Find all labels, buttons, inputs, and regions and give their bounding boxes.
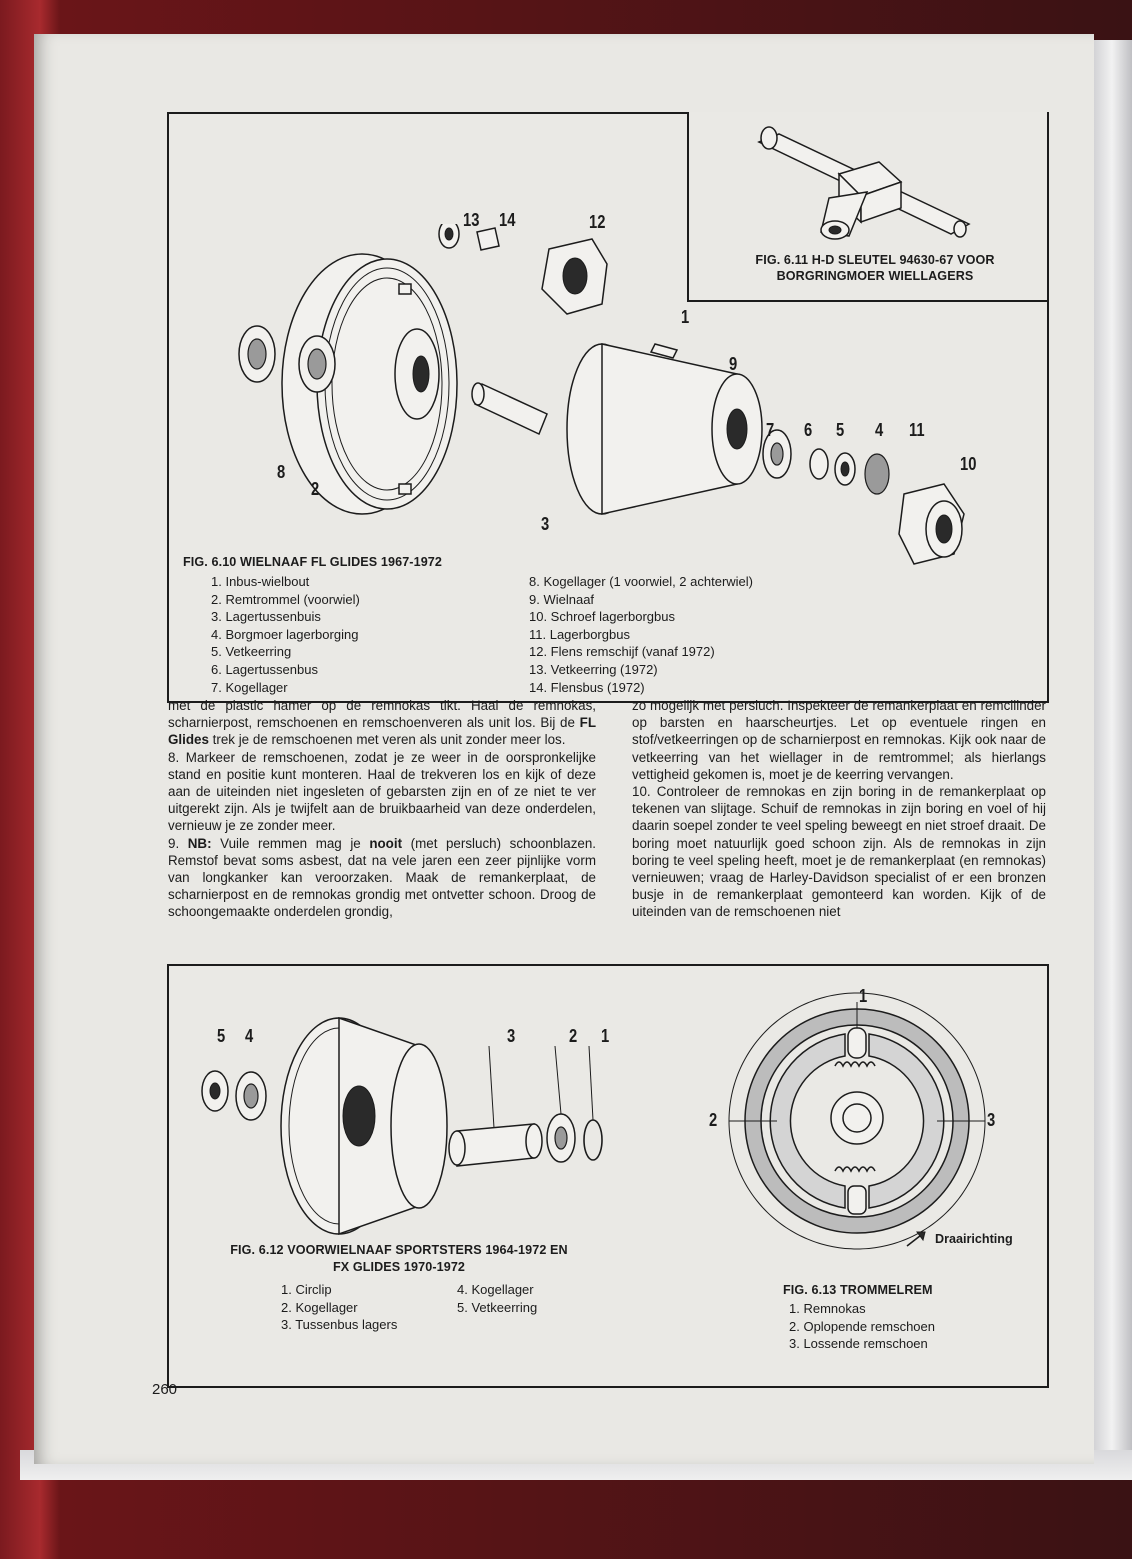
callout-14: 14 [499,210,516,230]
fig-6-11-title: FIG. 6.11 H-D SLEUTEL 94630-67 VOOR BORG… [755,253,995,283]
legend-item: 1. Inbus-wielbout [211,574,310,589]
fig-6-12-legend-left: 1. Circlip 2. Kogellager 3. Tussenbus la… [281,1281,397,1334]
legend-item: 5. Vetkeerring [211,644,292,660]
fig-6-10-legend-right: 8. Kogellager (1 voorwiel, 2 achterwiel)… [529,573,753,696]
callout-3: 3 [507,1026,516,1046]
wrench-illustration [757,126,971,240]
callout-3: 3 [987,1110,996,1130]
legend-item: 2. Kogellager [281,1299,358,1315]
legend-item: 4. Kogellager [457,1282,534,1297]
body-text-right: zo mogelijk met persluch. Inspekteer de … [632,697,1046,921]
legend-item: 14. Flensbus (1972) [529,679,645,695]
callout-3: 3 [541,514,550,534]
callout-12: 12 [589,212,606,232]
fig-6-12-frame: 5 4 3 2 1 FIG. 6.12 VOORWIELNAAF SPORTST… [167,964,1049,1388]
drum-brake-illustration [728,992,986,1250]
callout-6: 6 [804,420,813,440]
body-paragraph: zo mogelijk met persluch. Inspekteer de … [632,698,1046,782]
legend-item: 1. Circlip [281,1282,332,1297]
callout-1: 1 [601,1026,610,1046]
legend-item: 12. Flens remschijf (vanaf 1972) [529,644,715,660]
legend-item: 13. Vetkeerring (1972) [529,661,658,677]
callout-13: 13 [463,210,480,230]
legend-item: 4. Borgmoer lagerborging [211,626,359,642]
legend-item: 1. Remnokas [789,1301,866,1316]
bearing-retainer-illustration [898,483,965,565]
callout-5: 5 [217,1026,226,1046]
body-paragraph: met de plastic hamer op de remnokas tikt… [168,698,596,748]
callout-5: 5 [836,420,845,440]
fig-6-12-legend-right: 4. Kogellager 5. Vetkeerring [457,1281,537,1316]
body-paragraph: 8. Markeer de remschoenen, zodat je ze w… [168,749,596,834]
callout-2: 2 [569,1026,578,1046]
fig-6-13-title: FIG. 6.13 TROMMELREM [783,1283,933,1297]
body-text-left: met de plastic hamer op de remnokas tikt… [168,697,596,921]
fig-6-10-title: FIG. 6.10 WIELNAAF FL GLIDES 1967-1972 [183,555,443,569]
callout-4: 4 [245,1026,254,1046]
callout-1: 1 [681,307,690,327]
book-page-stack-right [1092,40,1132,1480]
legend-item: 7. Kogellager [211,679,288,695]
legend-item: 3. Lossende remschoen [789,1336,928,1352]
fig-6-11-frame: FIG. 6.11 H-D SLEUTEL 94630-67 VOOR BORG… [687,112,1047,302]
legend-item: 9. Wielnaaf [529,591,595,607]
legend-item: 5. Vetkeerring [457,1299,538,1315]
hub-exploded-illustration [238,224,890,515]
callout-1: 1 [859,986,868,1006]
legend-item: 3. Tussenbus lagers [281,1317,398,1333]
callout-10: 10 [960,454,977,474]
legend-item: 2. Remtrommel (voorwiel) [211,591,360,607]
page-number: 260 [152,1381,178,1398]
callout-2: 2 [311,479,320,499]
legend-item: 3. Lagertussenbuis [211,609,321,625]
fig-6-10-frame: FIG. 6.11 H-D SLEUTEL 94630-67 VOOR BORG… [167,112,1049,703]
legend-item: 2. Oplopende remschoen [789,1318,935,1334]
fig-6-12-title: FIG. 6.12 VOORWIELNAAF SPORTSTERS 1964-1… [230,1243,568,1274]
callout-8: 8 [277,462,286,482]
front-hub-exploded-illustration [201,1016,603,1236]
callout-7: 7 [766,420,775,440]
fig-6-10-legend-left: 1. Inbus-wielbout 2. Remtrommel (voorwie… [211,573,360,696]
body-paragraph: 10. Controleer de remnokas en zijn borin… [632,784,1046,920]
callout-9: 9 [729,354,738,374]
callout-2: 2 [709,1110,718,1130]
book-page: FIG. 6.11 H-D SLEUTEL 94630-67 VOOR BORG… [34,34,1094,1464]
legend-item: 8. Kogellager (1 voorwiel, 2 achterwiel) [529,574,753,589]
fig-6-13-legend: 1. Remnokas 2. Oplopende remschoen 3. Lo… [789,1300,935,1353]
rotation-direction-label: Draairichting [935,1232,1013,1246]
legend-item: 10. Schroef lagerborgbus [529,609,675,625]
callout-4: 4 [875,420,884,440]
body-paragraph: 9. NB: Vuile remmen mag je nooit (met pe… [168,835,596,920]
legend-item: 6. Lagertussenbus [211,661,318,677]
callout-11: 11 [909,420,925,440]
legend-item: 11. Lagerborgbus [529,626,630,642]
